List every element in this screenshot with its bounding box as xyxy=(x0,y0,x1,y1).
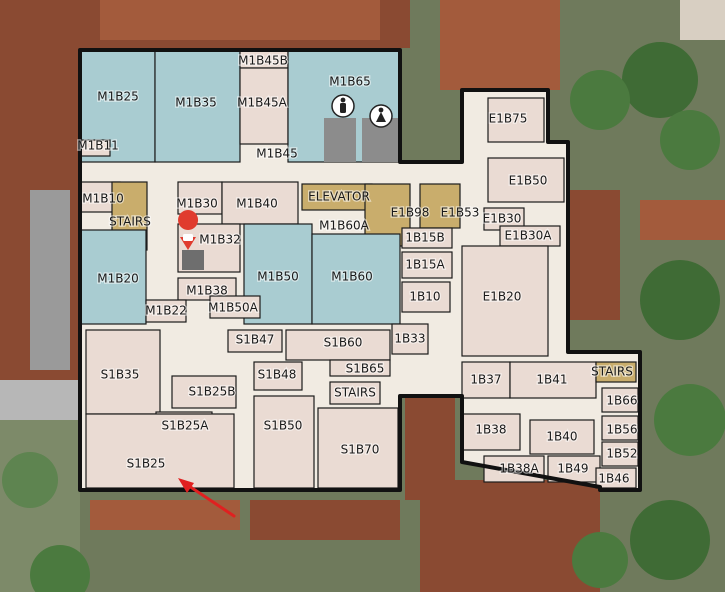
room-label[interactable]: M1B60 xyxy=(330,268,374,285)
room-label[interactable]: M1B50 xyxy=(256,268,300,285)
room-label[interactable]: 1B37 xyxy=(469,371,503,388)
room-label[interactable]: M1B50A xyxy=(207,299,260,316)
room-label[interactable]: S1B47 xyxy=(234,331,275,348)
building-outline xyxy=(78,48,642,492)
room-label[interactable]: M1B45 xyxy=(255,145,299,162)
location-marker-icon[interactable] xyxy=(178,210,199,250)
restroom-women-icon xyxy=(369,104,393,128)
room-label[interactable]: E1B98 xyxy=(389,204,430,221)
rooms xyxy=(79,49,639,489)
room-label[interactable]: S1B25B xyxy=(187,383,237,400)
room-label[interactable]: 1B38A xyxy=(498,460,541,477)
room-label[interactable]: 1B56 xyxy=(605,421,639,438)
room-label[interactable]: M1B32 xyxy=(198,231,242,248)
room-label[interactable]: STAIRS xyxy=(333,384,377,401)
room-label[interactable]: E1B53 xyxy=(439,204,480,221)
room-label[interactable]: S1B60 xyxy=(322,334,363,351)
room-label[interactable]: S1B25 xyxy=(125,455,166,472)
room-label[interactable]: M1B20 xyxy=(96,270,140,287)
room-label[interactable]: M1B40 xyxy=(235,195,279,212)
room-label[interactable]: E1B50 xyxy=(507,172,548,189)
room-labels: M1B25 M1B35 M1B45B M1B45A M1B65 M1B11 M1… xyxy=(76,52,639,487)
room-label[interactable]: STAIRS xyxy=(590,363,634,380)
room-label[interactable]: S1B35 xyxy=(99,366,140,383)
room-label[interactable]: 1B33 xyxy=(393,330,427,347)
room-label[interactable]: M1B45A xyxy=(236,94,289,111)
room-label[interactable]: M1B10 xyxy=(81,190,125,207)
room-label[interactable]: E1B20 xyxy=(481,288,522,305)
room-label[interactable]: S1B48 xyxy=(256,366,297,383)
room-label[interactable]: S1B65 xyxy=(344,360,385,377)
room-label[interactable]: 1B66 xyxy=(605,392,639,409)
room-label[interactable]: M1B38 xyxy=(185,282,229,299)
arrow-icon xyxy=(178,478,236,518)
room-label[interactable]: S1B70 xyxy=(339,441,380,458)
room-label[interactable]: E1B30A xyxy=(503,227,553,244)
room-label[interactable]: 1B15A xyxy=(404,256,447,273)
room-label[interactable]: M1B11 xyxy=(76,137,120,154)
room-label[interactable]: M1B25 xyxy=(96,88,140,105)
room-label[interactable]: 1B52 xyxy=(605,445,639,462)
room-label[interactable]: STAIRS xyxy=(108,213,152,230)
room-label[interactable]: M1B45B xyxy=(237,52,289,69)
room-label[interactable]: 1B10 xyxy=(408,288,442,305)
room-label[interactable]: E1B75 xyxy=(487,110,528,127)
room-label[interactable]: 1B46 xyxy=(597,470,631,487)
room-label[interactable]: M1B30 xyxy=(175,195,219,212)
room-label[interactable]: 1B49 xyxy=(556,460,590,477)
room-label[interactable]: M1B65 xyxy=(328,73,372,90)
room-label[interactable]: 1B38 xyxy=(474,421,508,438)
room-label[interactable]: E1B30 xyxy=(481,210,522,227)
room-label[interactable]: 1B15B xyxy=(404,229,446,246)
room-label[interactable]: S1B50 xyxy=(262,417,303,434)
restroom-men-icon xyxy=(331,94,355,118)
room-label[interactable]: ELEVATOR xyxy=(307,188,371,205)
room-label[interactable]: M1B60A xyxy=(318,217,371,234)
room-label[interactable]: M1B22 xyxy=(144,302,188,319)
room-label[interactable]: S1B25A xyxy=(160,417,210,434)
room-label[interactable]: M1B35 xyxy=(174,94,218,111)
room-label[interactable]: 1B41 xyxy=(535,371,569,388)
room-label[interactable]: 1B40 xyxy=(545,428,579,445)
